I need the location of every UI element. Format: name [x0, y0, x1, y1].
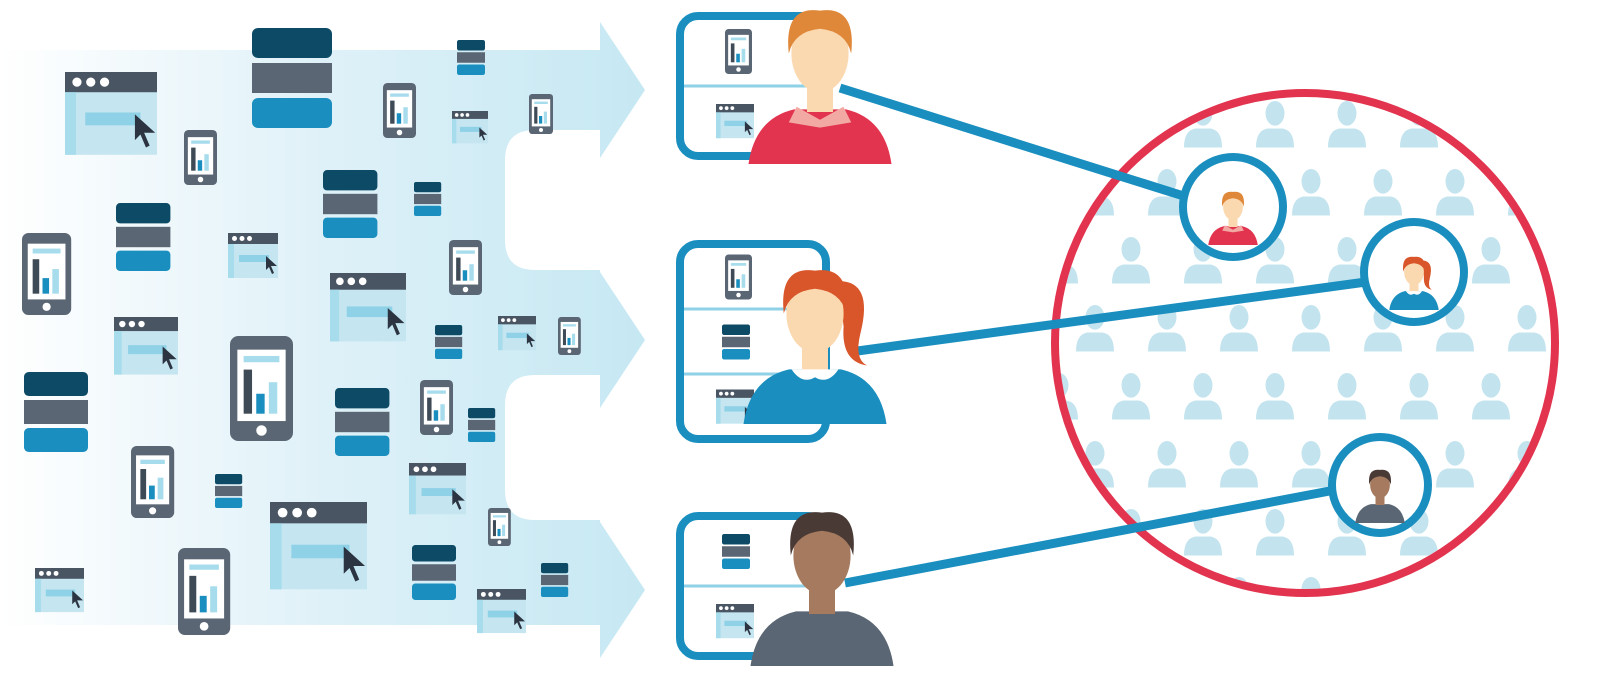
server-icon: [722, 324, 750, 360]
identity-links: [838, 83, 1367, 588]
person-silhouette-icon: [1328, 372, 1366, 420]
browser-window-icon: [498, 316, 536, 351]
population-circle: [1051, 89, 1559, 597]
browser-window-icon: [716, 104, 754, 139]
identified-user-3-avatar: [1355, 469, 1405, 523]
person-silhouette-icon: [1328, 100, 1366, 148]
browser-window-icon: [228, 233, 278, 278]
person-silhouette-icon: [1256, 508, 1294, 556]
person-silhouette-icon: [1220, 304, 1258, 352]
phone-icon: [558, 317, 581, 355]
person-silhouette-icon: [1112, 100, 1150, 148]
identity-link-line: [838, 83, 1192, 203]
person-silhouette-icon: [1059, 100, 1079, 148]
person-silhouette-icon: [1085, 576, 1105, 589]
scattered-device-icons: [22, 28, 581, 635]
server-icon: [116, 203, 171, 271]
person-silhouette-icon: [1256, 100, 1294, 148]
person-silhouette-icon: [1445, 576, 1465, 589]
browser-window-icon: [409, 463, 466, 515]
browser-window-icon: [330, 273, 406, 342]
browser-window-icon: [477, 589, 526, 634]
browser-window-icon: [270, 502, 367, 590]
phone-icon: [725, 254, 752, 300]
phone-icon: [131, 446, 175, 518]
browser-window-icon: [65, 72, 157, 155]
identified-user-1-avatar: [1208, 191, 1258, 245]
phone-icon: [725, 29, 752, 74]
user-3-avatar: [750, 512, 894, 666]
phone-icon: [449, 240, 482, 295]
person-silhouette-icon: [1436, 440, 1474, 488]
server-icon: [457, 40, 485, 75]
person-silhouette-icon: [1301, 576, 1321, 589]
person-silhouette-icon: [1076, 304, 1114, 352]
person-silhouette-icon: [1472, 372, 1510, 420]
server-icon: [414, 182, 442, 216]
server-icon: [412, 545, 456, 600]
person-silhouette-icon: [1292, 304, 1330, 352]
phone-icon: [184, 130, 217, 185]
person-silhouette-icon: [1544, 128, 1551, 148]
phone-icon: [420, 380, 453, 435]
person-silhouette-icon: [1256, 372, 1294, 420]
browser-window-icon: [716, 604, 754, 639]
server-icon: [252, 28, 332, 128]
person-silhouette-icon: [1580, 305, 1600, 352]
person-silhouette-icon: [1544, 536, 1551, 556]
person-silhouette-icon: [1220, 440, 1258, 488]
person-silhouette-icon: [1292, 440, 1330, 488]
person-silhouette-icon: [1580, 577, 1600, 624]
identity-link-line: [849, 277, 1367, 357]
person-silhouette-icon: [1436, 168, 1474, 216]
person-silhouette-icon: [1580, 441, 1600, 488]
browser-window-icon: [35, 568, 84, 613]
phone-icon: [529, 94, 553, 134]
server-icon: [541, 563, 569, 597]
person-silhouette-icon: [1292, 168, 1330, 216]
person-silhouette-icon: [1508, 304, 1546, 352]
server-icon: [468, 408, 496, 442]
person-silhouette-icon: [1472, 236, 1510, 284]
server-icon: [323, 170, 378, 238]
server-icon: [722, 534, 750, 569]
person-silhouette-icon: [1517, 576, 1537, 589]
person-silhouette-icon: [1112, 372, 1150, 420]
server-icon: [435, 325, 463, 359]
person-silhouette-icon: [1364, 168, 1402, 216]
user-2-avatar: [743, 270, 887, 424]
server-icon: [335, 388, 390, 456]
person-silhouette-icon: [1472, 100, 1510, 148]
phone-icon: [178, 548, 231, 635]
person-silhouette-icon: [1580, 169, 1600, 216]
identified-user-2-avatar: [1389, 256, 1439, 310]
person-silhouette-icon: [1148, 440, 1186, 488]
browser-window-icon: [452, 111, 488, 144]
phone-icon: [230, 336, 293, 441]
phone-icon: [22, 233, 72, 315]
user-1-avatar: [748, 10, 892, 164]
identity-link-line: [844, 485, 1336, 588]
person-silhouette-icon: [1157, 576, 1177, 589]
server-icon: [24, 372, 88, 452]
browser-window-icon: [114, 317, 178, 375]
phone-icon: [383, 83, 416, 138]
phone-icon: [488, 508, 511, 546]
person-silhouette-icon: [1112, 236, 1150, 284]
person-silhouette-icon: [1400, 372, 1438, 420]
server-icon: [215, 474, 243, 508]
person-silhouette-icon: [1184, 372, 1222, 420]
users: [743, 10, 1468, 666]
